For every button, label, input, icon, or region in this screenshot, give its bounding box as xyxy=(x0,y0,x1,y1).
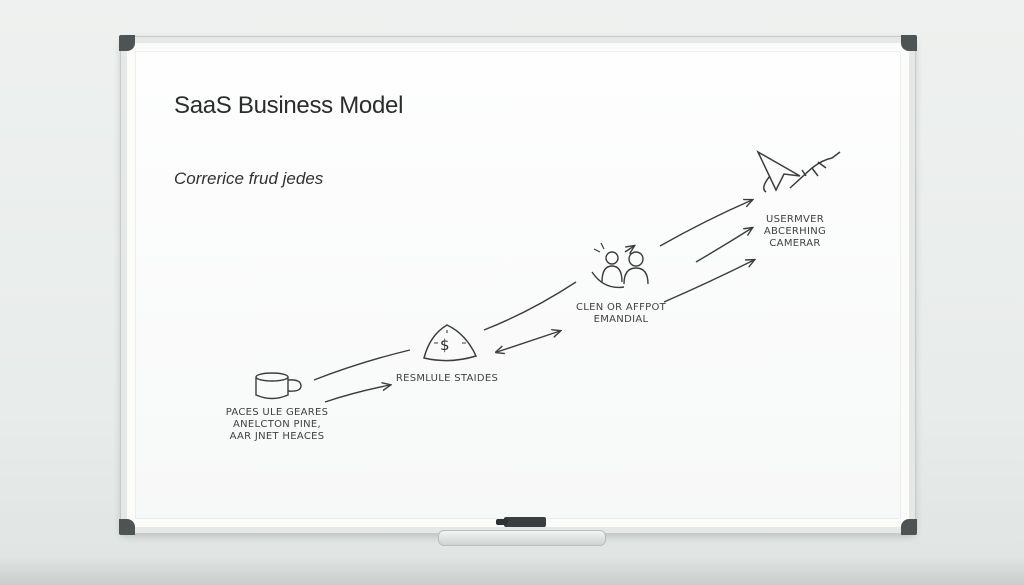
node-label-growth: USERMVER ABCERHING CAMERAR xyxy=(763,214,827,249)
people-icon xyxy=(591,242,649,289)
node-label-revenue: RESMLULE STAIDES xyxy=(395,373,499,384)
flow-arrows xyxy=(313,200,754,403)
marker-pen[interactable] xyxy=(496,517,546,527)
svg-text:$: $ xyxy=(440,336,450,354)
rocket-arrow-icon xyxy=(756,150,841,193)
board-subtitle: Correrice frud jedes xyxy=(174,169,324,188)
whiteboard xyxy=(119,35,917,535)
corner-bracket xyxy=(119,35,135,51)
node-label-cup: PACES ULE GEARES ANELCTON PINE, AAR JNET… xyxy=(225,407,329,442)
cup-icon xyxy=(255,372,302,400)
corner-bracket xyxy=(901,519,917,535)
node-label-client: CLEN OR AFFPOT EMANDIAL xyxy=(575,302,667,325)
dollar-shield-icon: $ xyxy=(423,324,478,362)
corner-bracket xyxy=(119,519,135,535)
wall-floor xyxy=(0,555,1024,585)
board-title: SaaS Business Model xyxy=(174,92,404,119)
corner-bracket xyxy=(901,35,917,51)
marker-tray xyxy=(438,530,606,546)
